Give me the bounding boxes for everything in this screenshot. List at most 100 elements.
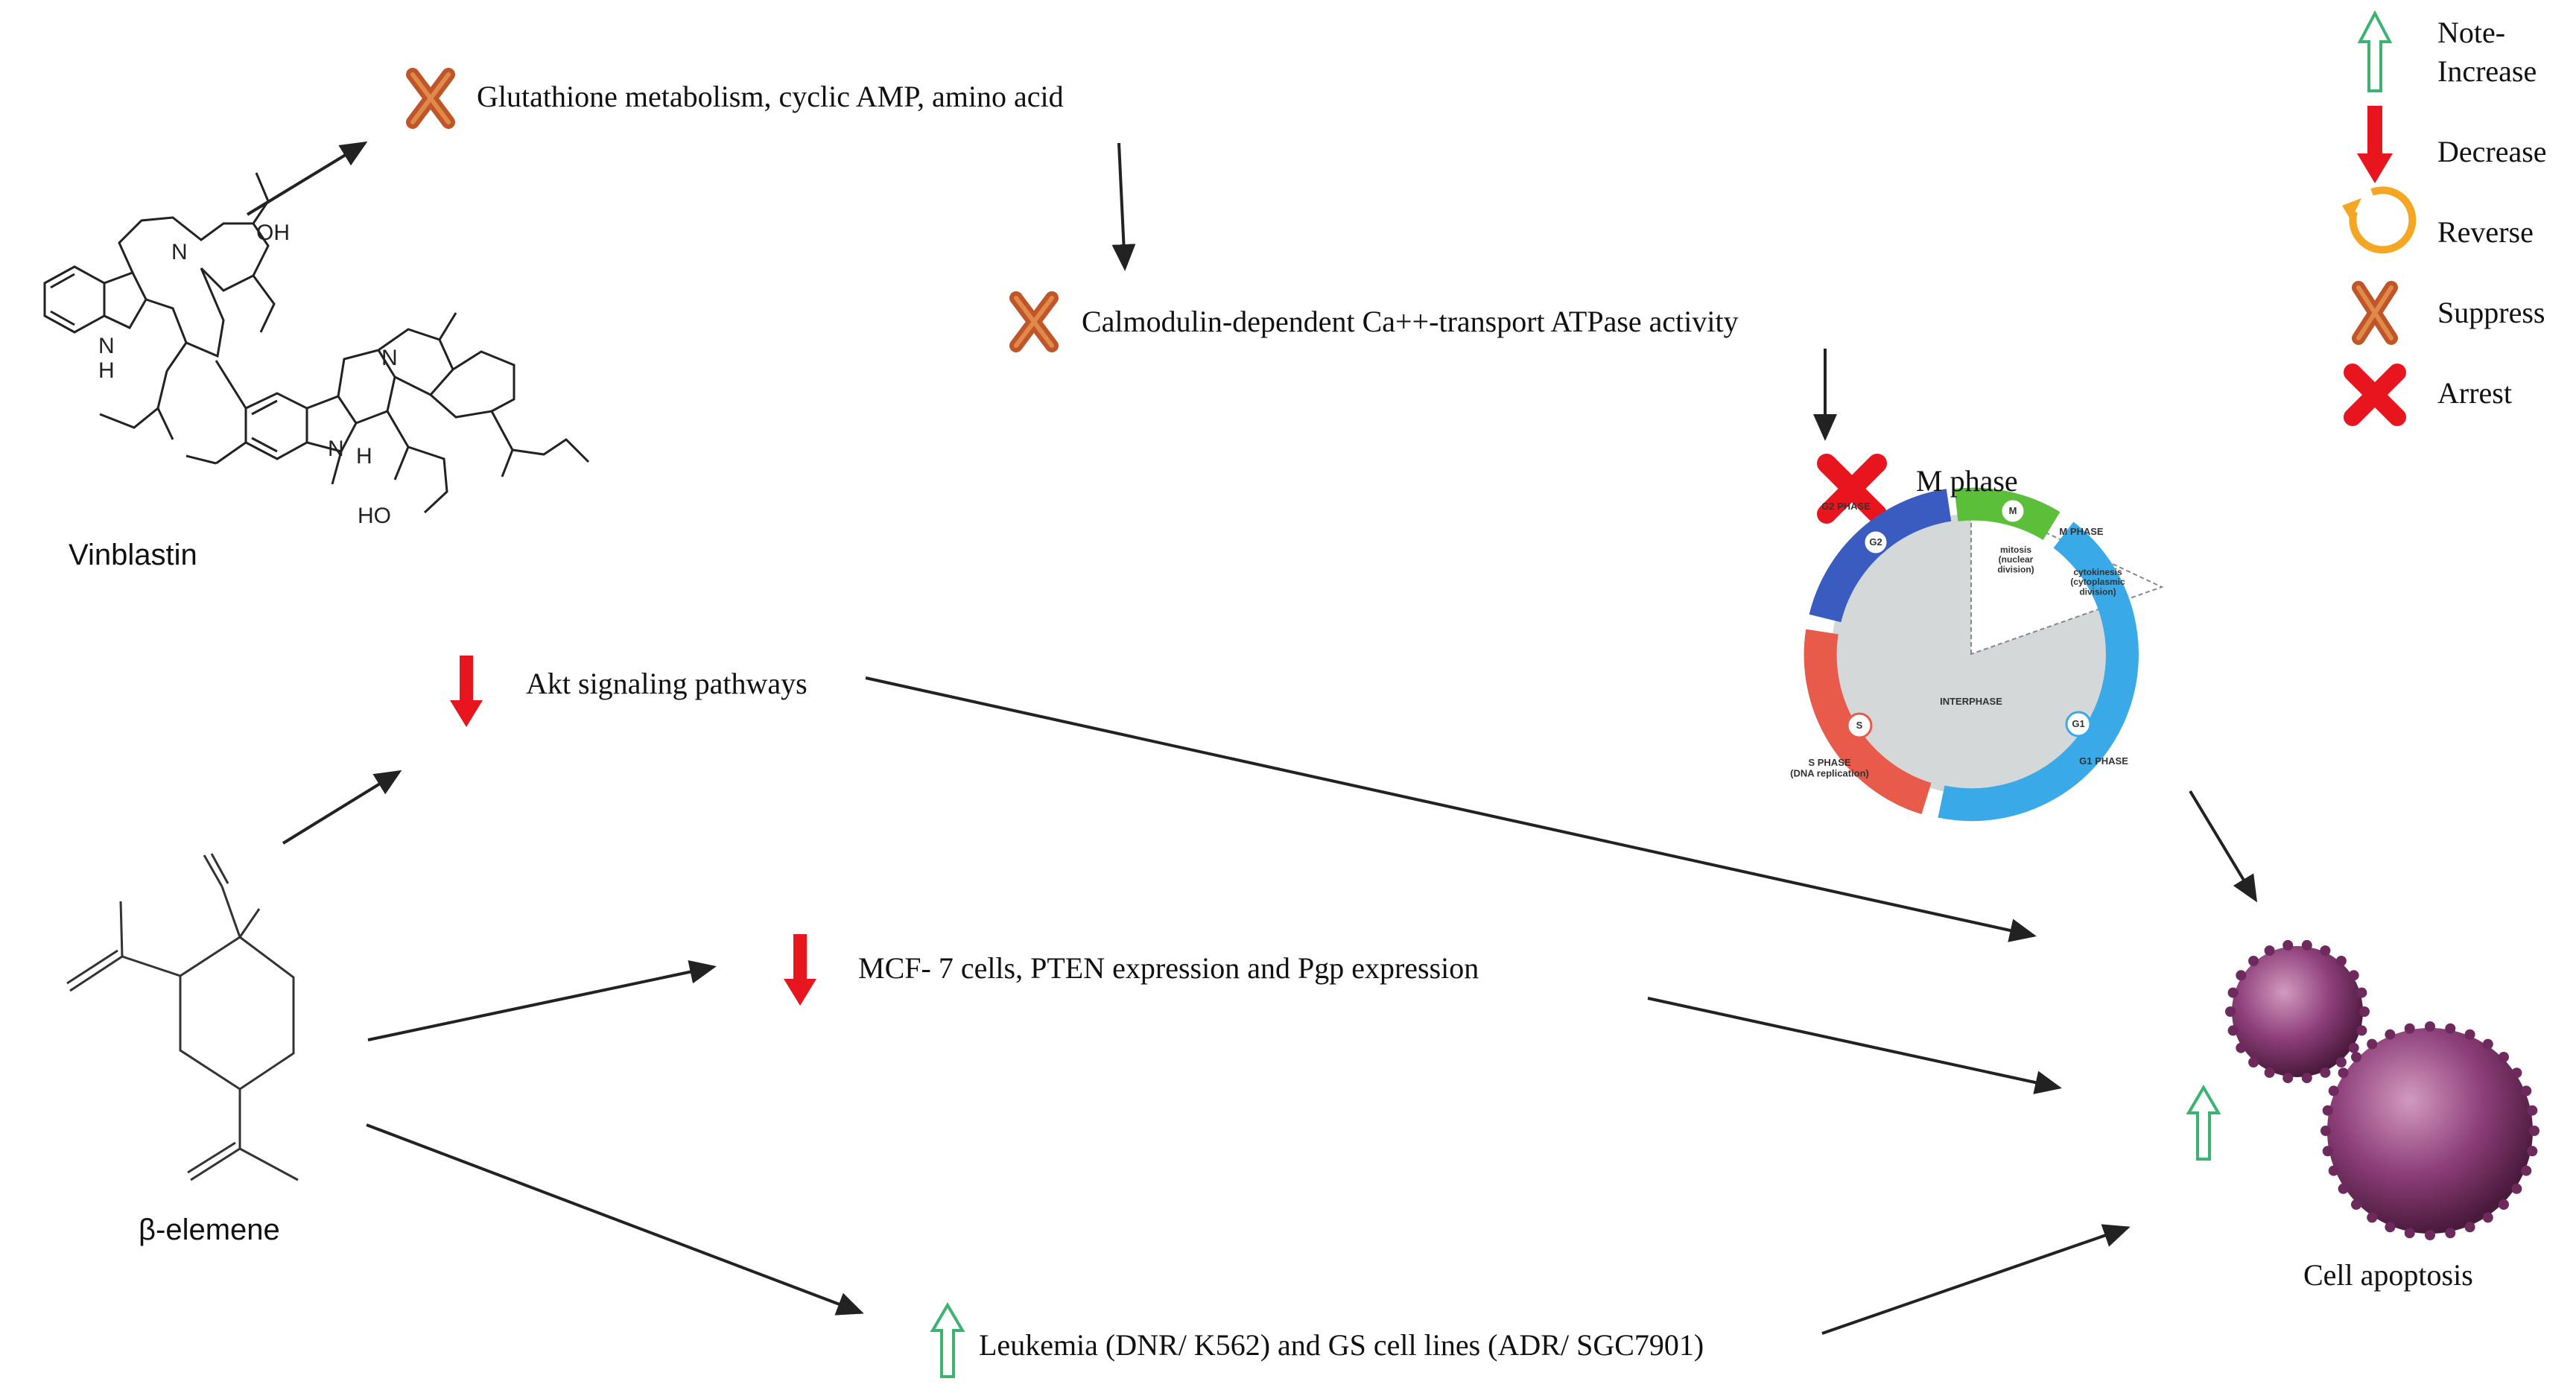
- cell-surface-bleb: [2351, 1052, 2361, 1062]
- cell-surface-bleb: [2527, 1105, 2538, 1116]
- cell-surface-bleb: [2335, 1057, 2347, 1067]
- cell-surface-bleb: [2282, 939, 2294, 951]
- arrow-glutathione-to-calmodulin: [1111, 142, 1136, 271]
- cell-surface-bleb: [2328, 1085, 2339, 1097]
- cell-apoptosis-label: Cell apoptosis: [2303, 1258, 2473, 1292]
- atom-h-label: H: [356, 444, 372, 469]
- cell-surface-bleb: [2385, 1029, 2396, 1040]
- cell-surface-bleb: [2529, 1126, 2539, 1136]
- arrow-mcf7-to-apoptosis: [1647, 997, 2062, 1094]
- g2-badge: [1862, 529, 1889, 556]
- cell-surface-bleb: [2322, 1105, 2333, 1116]
- cell-surface-bleb: [2511, 1067, 2522, 1079]
- cell-surface-bleb: [2227, 1025, 2239, 1036]
- g1-phase-label: G1 PHASE: [2079, 755, 2128, 767]
- cell-surface-bleb: [2425, 1230, 2435, 1240]
- cell-surface-bleb: [2338, 1183, 2349, 1194]
- cell-surface-bleb: [2445, 1228, 2456, 1239]
- legend-increase-label: Note- Increase: [2437, 16, 2537, 88]
- decrease-icon: [784, 934, 816, 1006]
- apoptotic-cells-image: [2225, 939, 2539, 1240]
- cell-surface-bleb: [2328, 1165, 2339, 1176]
- g1-badge-label: G1: [2072, 718, 2084, 729]
- legend-arrest-label: Arrest: [2437, 376, 2512, 410]
- cell-surface-bleb: [2264, 945, 2275, 956]
- cell-surface-bleb: [2521, 1165, 2532, 1176]
- atom-ho-label: HO: [358, 504, 391, 528]
- arrest-icon: [1817, 454, 1887, 524]
- elemene-structure: [66, 853, 299, 1181]
- cell-surface-bleb: [2445, 1023, 2456, 1034]
- cell-surface-bleb: [2385, 1222, 2396, 1233]
- cell-surface-bleb: [2338, 1067, 2349, 1079]
- cell-surface-bleb: [2348, 1042, 2359, 1053]
- cell-surface-bleb: [2527, 1146, 2538, 1157]
- arrow-elemene-to-leukemia: [366, 1123, 864, 1316]
- arrow-cell-cycle-to-apoptosis: [2189, 790, 2258, 903]
- cell-surface-bleb: [2351, 1199, 2361, 1210]
- arrow-leukemia-to-apoptosis: [1821, 1224, 2131, 1335]
- legend-decrease-label: Decrease: [2437, 135, 2547, 168]
- calmodulin-label: Calmodulin-dependent Ca++-transport ATPa…: [1082, 305, 1739, 338]
- vinblastin-structure: [43, 172, 590, 514]
- decrease-icon: [450, 656, 483, 727]
- cell-surface-bleb: [2511, 1183, 2522, 1194]
- cell-surface-bleb: [2225, 1006, 2236, 1017]
- m-phase-label: M phase: [1916, 464, 2018, 498]
- legend-arrest-icon: [2344, 364, 2406, 426]
- atom-n-label-upper: N: [171, 240, 188, 264]
- s-phase-label: S PHASE(DNA replication): [1790, 757, 1869, 778]
- mcf7-label: MCF- 7 cells, PTEN expression and Pgp ex…: [858, 951, 1479, 985]
- vinblastin-label: Vinblastin: [69, 539, 197, 571]
- legend: [2342, 10, 2417, 426]
- cell-surface-bleb: [2404, 1228, 2415, 1239]
- cell-surface-bleb: [2335, 956, 2347, 966]
- cell-surface-bleb: [2464, 1029, 2475, 1040]
- arrow-elemene-to-akt: [282, 770, 402, 845]
- m-badge-label: M: [2009, 505, 2017, 516]
- g2-badge-label: G2: [1869, 536, 1882, 548]
- suppress-icon: [406, 68, 455, 129]
- arrow-akt-to-apoptosis: [865, 676, 2037, 942]
- cell-surface-bleb: [2236, 1042, 2247, 1053]
- cell-surface-bleb: [2425, 1021, 2435, 1032]
- cell-surface-bleb: [2282, 1073, 2294, 1084]
- cell-surface-bleb: [2404, 1023, 2415, 1034]
- m-phase-title: M PHASE: [2059, 526, 2104, 537]
- cell-surface-bleb: [2499, 1199, 2509, 1210]
- flow-arrows: [246, 141, 2258, 1335]
- g2-phase-label: G2 PHASE: [1821, 501, 1871, 512]
- cell-surface-bleb: [2264, 1067, 2275, 1078]
- legend-decrease-icon: [2357, 106, 2393, 183]
- arrow-elemene-to-mcf7: [367, 959, 717, 1041]
- akt-label: Akt signaling pathways: [526, 667, 808, 700]
- atom-n-label-methyl: N: [328, 437, 344, 461]
- cell-surface-bleb: [2320, 1126, 2331, 1136]
- s-arc: [1803, 629, 1932, 815]
- cell-surface-bleb: [2464, 1222, 2475, 1233]
- s-badge-label: S: [1856, 720, 1863, 731]
- legend-reverse-label: Reverse: [2437, 215, 2534, 249]
- legend-reverse-icon: [2342, 186, 2417, 254]
- cell-surface-bleb: [2367, 1212, 2378, 1223]
- leukemia-label: Leukemia (DNR/ K562) and GS cell lines (…: [979, 1328, 1704, 1362]
- g1-arc: [1938, 521, 2139, 822]
- interphase-label: INTERPHASE: [1940, 696, 2002, 707]
- g1-badge: [2065, 711, 2092, 737]
- cell-surface-bleb: [2301, 939, 2312, 951]
- cell-surface-bleb: [2227, 987, 2239, 998]
- cell-surface-bleb: [2356, 987, 2367, 998]
- small-apoptotic-cell: [2225, 939, 2370, 1084]
- cell-surface-bleb: [2248, 956, 2259, 966]
- cell-surface-bleb: [2359, 1006, 2370, 1017]
- cell-surface-bleb: [2482, 1038, 2493, 1050]
- cell-surface-bleb: [2367, 1038, 2378, 1050]
- elemene-label: β-elemene: [139, 1213, 280, 1246]
- arrow-vinblastin-to-glutathione: [246, 141, 368, 216]
- s-badge: [1846, 712, 1873, 739]
